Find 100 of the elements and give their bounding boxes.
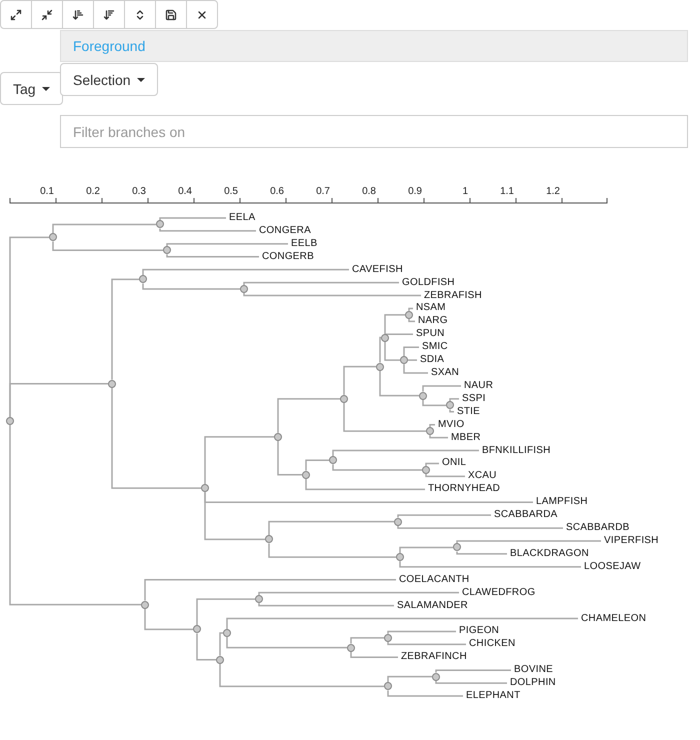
axis-tick-label: 0.6	[270, 186, 285, 198]
taxon-label: SXAN	[428, 367, 460, 380]
axis-tick-label: 0.9	[408, 186, 423, 198]
axis-tick-label: 0.8	[362, 186, 377, 198]
branch-node	[216, 656, 224, 664]
branch-line	[305, 478, 425, 490]
taxon-label: SCABBARDA	[491, 509, 558, 522]
taxon-label: BOVINE	[511, 664, 553, 676]
branch-line	[408, 308, 413, 311]
taxon-label: BFNKILLIFISH	[479, 444, 551, 457]
taxon-label: MVIO	[435, 418, 464, 431]
taxon-label: CONGERA	[256, 224, 311, 237]
taxon-label: THORNYHEAD	[425, 483, 500, 496]
branch-line	[204, 492, 265, 540]
branch-node	[394, 518, 402, 526]
branch-line	[277, 398, 340, 433]
taxon-label: CLAWEDFROG	[459, 586, 536, 599]
branch-node	[108, 380, 116, 388]
axis-tick-label: 0.5	[224, 186, 239, 198]
taxon-label: DOLPHIN	[507, 677, 556, 690]
branch-line	[403, 346, 419, 356]
branch-line	[144, 608, 193, 630]
branch-node	[329, 456, 337, 464]
taxon-label: CHAMELEON	[578, 612, 646, 625]
branch-line	[258, 592, 459, 596]
branch-node	[347, 644, 355, 652]
branch-line	[268, 543, 396, 558]
branch-line	[384, 342, 400, 361]
taxon-label: ELEPHANT	[463, 690, 520, 702]
taxon-label: ZEBRAFINCH	[398, 651, 467, 664]
branch-node	[6, 416, 14, 425]
branch-line	[397, 526, 563, 529]
branch-line	[422, 385, 461, 392]
branch-line	[111, 278, 139, 380]
branch-line	[384, 333, 413, 336]
taxon-label: BLACKDRAGON	[507, 548, 589, 560]
branch-line	[387, 642, 466, 646]
branch-line	[144, 579, 396, 601]
taxon-label: CONGERB	[259, 250, 314, 263]
branch-line	[243, 293, 421, 296]
branch-line	[196, 598, 255, 626]
branch-node	[302, 470, 310, 479]
axis-tick-label: 0.4	[178, 186, 193, 198]
axis-tick-label: 0.7	[316, 186, 331, 198]
taxon-label: MBER	[448, 432, 481, 444]
branch-line	[350, 637, 384, 644]
branch-line	[111, 388, 201, 489]
taxon-label: LOOSEJAW	[581, 560, 641, 573]
branch-line	[379, 370, 419, 396]
branch-line	[142, 283, 240, 290]
branch-line	[196, 633, 216, 660]
branch-node	[453, 543, 461, 552]
taxon-label: ZEBRAFISH	[421, 290, 482, 302]
branch-line	[387, 690, 463, 697]
branch-line	[258, 603, 394, 606]
branch-line	[379, 336, 382, 363]
axis-tick-label: 0.3	[132, 186, 147, 198]
branch-node	[432, 672, 440, 681]
branch-node	[340, 394, 348, 403]
branch-line	[268, 520, 394, 536]
taxon-label: CAVEFISH	[349, 264, 403, 276]
branch-line	[166, 254, 259, 258]
branch-line	[399, 546, 453, 554]
branch-line	[408, 318, 415, 322]
taxon-label: PIGEON	[456, 625, 500, 638]
branch-line	[399, 561, 581, 568]
branch-node	[384, 682, 392, 690]
taxon-label: SSPI	[459, 392, 486, 405]
taxon-label: EELA	[226, 212, 256, 224]
taxon-label: NSAM	[413, 302, 446, 314]
branch-line	[435, 680, 507, 684]
axis-tick-label: 1.2	[546, 186, 561, 198]
branch-node	[405, 310, 413, 319]
branch-line	[305, 460, 329, 471]
branch-node	[384, 634, 392, 642]
branch-node	[400, 356, 408, 364]
filter-input-field: Filter branches on	[60, 115, 688, 148]
branch-node	[396, 553, 404, 562]
tag-dropdown: Tag	[0, 72, 63, 105]
branch-line	[332, 464, 422, 471]
taxon-label: NARG	[415, 315, 448, 328]
branch-line	[243, 282, 399, 286]
taxon-label: VIPERFISH	[601, 535, 659, 547]
taxon-label: SDIA	[417, 354, 444, 366]
branch-node	[141, 600, 149, 609]
taxon-label: GOLDFISH	[399, 276, 455, 289]
branch-line	[449, 398, 459, 402]
taxon-label: COELACANTH	[396, 574, 470, 586]
axis-tick-label: 0.1	[40, 186, 55, 198]
branch-node	[139, 275, 147, 284]
branch-node	[381, 334, 389, 342]
branch-line	[449, 409, 454, 413]
branch-line	[429, 435, 448, 438]
taxon-label: CHICKEN	[466, 638, 516, 650]
branch-line	[343, 366, 376, 395]
branch-node	[240, 285, 248, 294]
branch-node	[419, 392, 427, 400]
branch-line	[159, 228, 256, 232]
axis-tick-label: 1.1	[500, 186, 515, 198]
branch-line	[422, 400, 446, 406]
